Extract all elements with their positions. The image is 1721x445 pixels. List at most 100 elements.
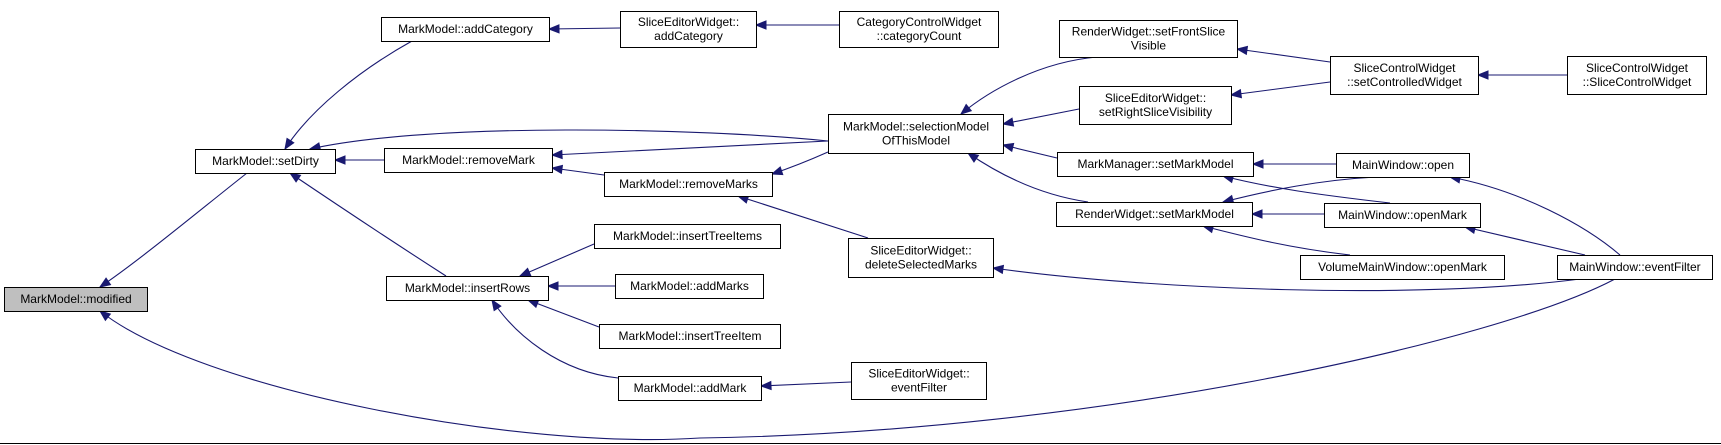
arrowhead [1001,117,1015,127]
edge-mw_eventFilter-to-modified [98,278,1616,441]
node-setRightSliceVisibility[interactable]: SliceEditorWidget::setRightSliceVisibili… [1079,86,1232,125]
node-box [195,149,336,174]
arrowhead [98,277,112,288]
arrowhead [959,103,973,115]
node-label: SliceEditorWidget:: [1105,91,1206,105]
arrowhead [546,281,559,291]
node-box [1567,56,1707,95]
node-label: MarkModel::insertTreeItems [613,229,762,243]
arrowhead [284,137,295,151]
node-label: SliceEditorWidget:: [638,15,739,29]
node-label: MarkModel::setDirty [212,154,319,168]
node-label: setRightSliceVisibility [1099,105,1212,119]
edge-mw_open-to-mm_setMarkModel [1251,159,1336,169]
arrowhead [1250,209,1263,219]
edge-selectionModel-to-removeMarks [770,151,829,176]
node-modified[interactable]: MarkModel::modified [4,287,148,312]
node-vmw_openMark[interactable]: VolumeMainWindow::openMark [1300,255,1505,280]
arrowhead [1476,70,1489,80]
edge-selectionModel-to-setDirty [308,129,829,152]
node-box [594,224,781,249]
node-box [1557,255,1713,280]
node-label: ::SliceControlWidget [1583,75,1692,89]
node-label: MarkModel::selectionModel [843,120,989,134]
node-mw_open[interactable]: MainWindow::open [1336,153,1470,178]
node-addMarks[interactable]: MarkModel::addMarks [615,274,764,299]
node-mw_openMark[interactable]: MainWindow::openMark [1324,203,1481,228]
node-insertTreeItem[interactable]: MarkModel::insertTreeItem [599,324,781,349]
node-label: MarkModel::addMark [634,381,748,395]
node-label: SliceEditorWidget:: [870,244,971,258]
node-label: SliceControlWidget [1353,61,1456,75]
edge-rw_setMarkModel-to-selectionModel [966,152,1089,203]
node-label: MainWindow::eventFilter [1569,260,1700,274]
node-rw_setMarkModel[interactable]: RenderWidget::setMarkModel [1056,202,1253,227]
arrowhead [547,24,560,34]
arrowhead [550,164,564,175]
edges-layer [98,20,1621,441]
node-label: MarkModel::insertTreeItem [619,329,762,343]
node-insertRows[interactable]: MarkModel::insertRows [386,276,549,301]
arrowhead [98,310,112,322]
edge-setRightSliceVisibility-to-selectionModel [1001,108,1080,127]
edge-insertTreeItem-to-insertRows [526,299,600,328]
node-setDirty[interactable]: MarkModel::setDirty [195,149,336,174]
node-setControlledWidget[interactable]: SliceControlWidget::setControlledWidget [1330,56,1479,95]
node-label: MarkModel::modified [20,292,131,306]
node-box [386,276,549,301]
edge-addCategory-to-setDirty [284,40,413,151]
node-box [1330,56,1479,95]
edge-categoryCount-to-sew_addCategory [754,20,839,30]
node-box [1079,86,1232,125]
edge-scw_ctor-to-setControlledWidget [1476,70,1567,80]
arrowhead [333,155,346,165]
node-box [599,324,781,349]
node-box [848,238,994,278]
node-label: Visible [1131,39,1166,53]
node-categoryCount[interactable]: CategoryControlWidget::categoryCount [839,11,999,48]
arrowhead [1229,88,1243,99]
node-mw_eventFilter[interactable]: MainWindow::eventFilter [1557,255,1713,280]
arrowhead [288,172,302,183]
node-box [1336,153,1470,178]
arrowhead [1235,45,1249,56]
node-box [839,11,999,48]
node-addMark[interactable]: MarkModel::addMark [618,376,762,401]
node-box [1057,152,1254,177]
node-label: SliceControlWidget [1586,61,1689,75]
node-scw_ctor[interactable]: SliceControlWidget::SliceControlWidget [1567,56,1707,95]
edge-addMark-to-insertRows [491,298,619,379]
edge-insertRows-to-setDirty [288,172,447,277]
node-removeMarks[interactable]: MarkModel::removeMarks [604,172,773,197]
node-label: addCategory [654,29,723,43]
arrowhead [991,264,1005,275]
node-label: MarkModel::addCategory [398,22,533,36]
arrowhead [518,267,532,277]
edge-mw_eventFilter-to-mw_openMark [1463,224,1586,256]
edge-deleteSelectedMarks-to-removeMarks [736,194,869,239]
edge-insertTreeItems-to-insertRows [518,243,595,277]
node-sew_eventFilter[interactable]: SliceEditorWidget::eventFilter [851,362,987,400]
edge-mw_openMark-to-mm_setMarkModel [1221,174,1391,204]
node-deleteSelectedMarks[interactable]: SliceEditorWidget::deleteSelectedMarks [848,238,994,278]
edge-setControlledWidget-to-setRightSliceVisibility [1229,81,1331,99]
node-box [381,17,550,42]
node-box [1059,20,1238,58]
node-box [620,11,757,48]
edge-mm_setMarkModel-to-selectionModel [1001,142,1058,159]
node-insertTreeItems[interactable]: MarkModel::insertTreeItems [594,224,781,249]
edge-setControlledWidget-to-setFrontSliceVisible [1235,45,1331,63]
edge-sew_addCategory-to-addCategory [547,24,621,34]
node-box [4,287,148,312]
edge-setFrontSliceVisible-to-selectionModel [959,56,1098,115]
node-sew_addCategory[interactable]: SliceEditorWidget::addCategory [620,11,757,48]
node-box [1300,255,1505,280]
node-label: eventFilter [891,381,947,395]
arrowhead [1251,159,1264,169]
node-removeMark[interactable]: MarkModel::removeMark [384,148,553,173]
node-mm_setMarkModel[interactable]: MarkManager::setMarkModel [1057,152,1254,177]
node-addCategory[interactable]: MarkModel::addCategory [381,17,550,42]
